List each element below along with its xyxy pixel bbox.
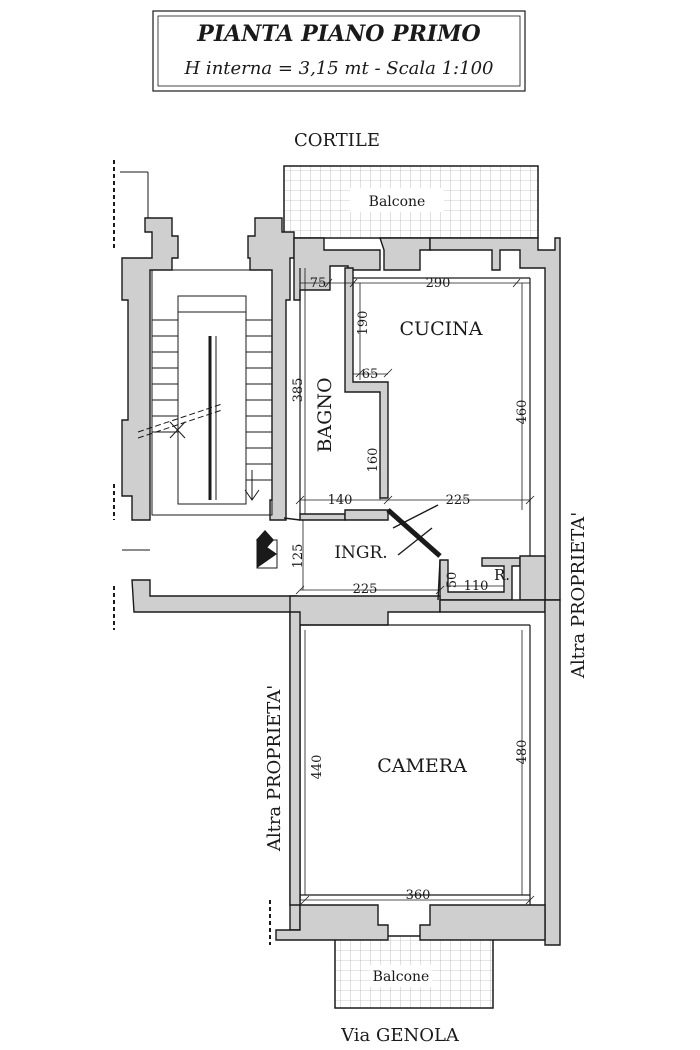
dim-label-140: 140 [328,493,353,508]
dim-label-385: 385 [291,378,306,403]
label-street: Via GENOLA [340,1025,460,1046]
balcony-bottom-label: Balcone [373,969,430,985]
title-block: PIANTA PIANO PRIMO H interna = 3,15 mt -… [152,10,526,92]
plan-title: PIANTA PIANO PRIMO [196,21,480,47]
room-bathroom: BAGNO [314,377,336,452]
room-closet: R. [494,566,510,584]
room-entrance: INGR. [334,543,387,563]
interior-lines [299,268,531,905]
dim-label-225-upper: 225 [446,493,471,508]
title-frame-inner [157,15,521,87]
balcony-top-label: Balcone [369,194,426,210]
balcony-top: Balcone [283,165,539,239]
dim-label-360: 360 [406,888,431,903]
balcony-bottom: Balcone [334,935,494,1009]
dim-label-160: 160 [366,448,381,473]
dim-label-50: 50 [445,572,460,589]
entrance-doors [283,504,442,601]
meter-symbol [256,530,278,569]
dim-label-125: 125 [291,544,306,569]
dim-label-225-lower: 225 [353,582,378,597]
room-bedroom: CAMERA [377,755,467,777]
facade-left [113,160,271,945]
dimension-lines [295,268,535,905]
label-neighbor-right: Altra PROPRIETA' [568,512,589,679]
dim-label-440: 440 [310,755,325,780]
dim-label-190: 190 [356,311,371,336]
label-courtyard: CORTILE [294,130,380,151]
title-frame-outer [152,10,526,92]
room-kitchen: CUCINA [400,318,483,340]
staircase [122,269,273,551]
plan-subtitle: H interna = 3,15 mt - Scala 1:100 [184,58,494,79]
label-neighbor-left: Altra PROPRIETA' [264,685,285,852]
dim-label-290: 290 [426,276,451,291]
walls [121,217,561,946]
dim-label-110: 110 [464,579,489,594]
dim-label-65: 65 [362,367,379,382]
dim-label-460: 460 [515,400,530,425]
dim-label-75: 75 [310,276,327,291]
dim-label-480: 480 [515,740,530,765]
